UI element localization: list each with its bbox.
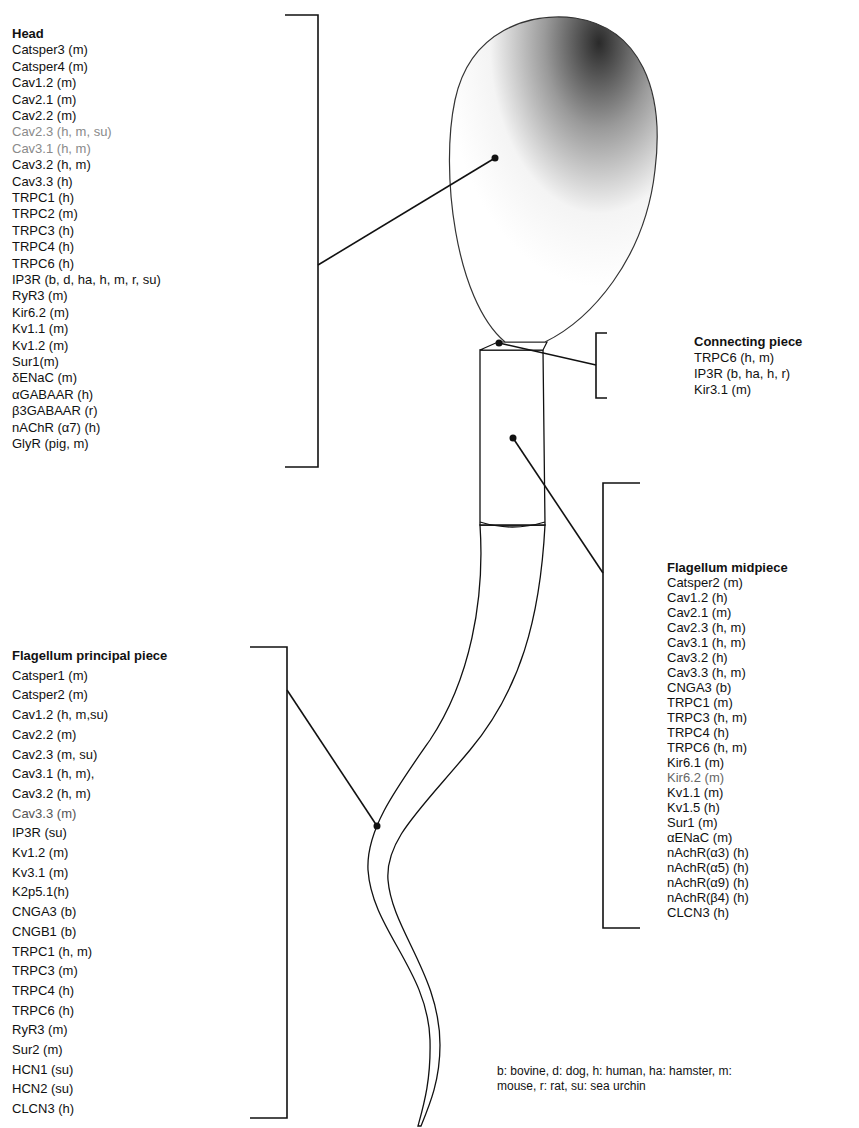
channel-label: Catsper3 (m): [12, 42, 88, 57]
channel-label: K2p5.1(h): [12, 884, 69, 899]
channel-label: Sur1 (m): [667, 815, 718, 830]
channel-label: Catsper2 (m): [667, 575, 743, 590]
channel-label: HCN2 (su): [12, 1081, 73, 1096]
leader-line: [287, 690, 377, 826]
channel-label: TRPC6 (h): [12, 1003, 74, 1018]
channel-label: GlyR (pig, m): [12, 436, 89, 451]
channel-label: Cav3.2 (h): [667, 650, 728, 665]
channel-label: nAchR(α9) (h): [667, 875, 749, 890]
channel-label: TRPC1 (h, m): [12, 944, 92, 959]
location-dot: [492, 155, 499, 162]
channel-label: HCN1 (su): [12, 1062, 73, 1077]
channel-label: TRPC6 (h): [12, 256, 74, 271]
channel-label: Cav3.3 (m): [12, 806, 76, 821]
channel-label: TRPC6 (h, m): [667, 740, 747, 755]
channel-label: Kv1.5 (h): [667, 800, 720, 815]
channel-label: TRPC1 (h): [12, 190, 74, 205]
channel-label: CNGB1 (b): [12, 924, 76, 939]
channel-label: TRPC4 (h): [12, 983, 74, 998]
section-heading: Connecting piece: [694, 334, 802, 349]
channel-label: nAchR(β4) (h): [667, 890, 749, 905]
channel-label: Kir6.1 (m): [667, 755, 724, 770]
channel-label: CLCN3 (h): [667, 905, 729, 920]
channel-label: RyR3 (m): [12, 288, 68, 303]
channel-label: nAchR(α5) (h): [667, 860, 749, 875]
channel-label: β3GABAAR (r): [12, 403, 98, 418]
channel-label: Sur1(m): [12, 354, 59, 369]
leader-line: [513, 438, 603, 573]
location-dot: [510, 435, 517, 442]
channel-label: Kv3.1 (m): [12, 865, 68, 880]
principal-piece-outline: [368, 525, 545, 1126]
channel-label: Catsper4 (m): [12, 59, 88, 74]
channel-label: Cav2.2 (m): [12, 727, 76, 742]
channel-label: αENaC (m): [667, 830, 732, 845]
channel-label: CNGA3 (b): [667, 680, 731, 695]
channel-label: nAChR (α7) (h): [12, 420, 100, 435]
channel-label: Cav2.3 (h, m): [667, 620, 746, 635]
midpiece-bracket: [603, 483, 640, 928]
channel-label: nAchR(α3) (h): [667, 845, 749, 860]
channel-label: Kv1.1 (m): [12, 321, 68, 336]
channel-label: Cav3.2 (h, m): [12, 786, 91, 801]
midpiece-outline: [480, 350, 545, 525]
channel-label: CLCN3 (h): [12, 1101, 74, 1116]
channel-label: Cav2.2 (m): [12, 108, 76, 123]
channel-label: TRPC4 (h): [12, 239, 74, 254]
channel-label: Kir6.2 (m): [12, 305, 69, 320]
channel-label: TRPC3 (h, m): [667, 710, 747, 725]
head-outline: [449, 17, 657, 342]
channel-label: Cav1.2 (m): [12, 75, 76, 90]
channel-label: αGABAAR (h): [12, 387, 93, 402]
channel-label: Cav3.3 (h): [12, 174, 73, 189]
midpiece-boundary: [480, 522, 545, 527]
channel-label: Kir6.2 (m): [667, 770, 724, 785]
channel-label: Cav3.3 (h, m): [667, 665, 746, 680]
channel-label: Cav2.1 (m): [12, 92, 76, 107]
location-dot: [496, 340, 503, 347]
section-heading: Flagellum principal piece: [12, 648, 167, 663]
channel-label: TRPC2 (m): [12, 206, 78, 221]
channel-label: TRPC1 (m): [667, 695, 733, 710]
channel-label: Cav3.1 (h, m),: [12, 766, 94, 781]
channel-label: Cav3.1 (h, m): [12, 141, 91, 156]
channel-label: Cav3.1 (h, m): [667, 635, 746, 650]
channel-label: Catsper1 (m): [12, 668, 88, 683]
channel-label: Catsper2 (m): [12, 687, 88, 702]
channel-label: CNGA3 (b): [12, 904, 76, 919]
channel-label: IP3R (b, d, ha, h, m, r, su): [12, 272, 161, 287]
channel-label: TRPC4 (h): [667, 725, 729, 740]
channel-label: Cav1.2 (h, m,su): [12, 707, 108, 722]
channel-label: TRPC3 (m): [12, 963, 78, 978]
channel-label: RyR3 (m): [12, 1022, 68, 1037]
location-dot: [374, 823, 381, 830]
principal-bracket: [250, 647, 287, 1118]
channel-label: Sur2 (m): [12, 1042, 63, 1057]
channel-label: Cav2.3 (h, m, su): [12, 124, 112, 139]
channel-label: δENaC (m): [12, 370, 77, 385]
species-key: b: bovine, d: dog, h: human, ha: hamster…: [497, 1064, 767, 1094]
connecting-bracket: [596, 333, 607, 398]
leader-line: [499, 343, 596, 365]
channel-label: Cav3.2 (h, m): [12, 157, 91, 172]
channel-label: Kir3.1 (m): [694, 382, 751, 397]
channel-label: TRPC3 (h): [12, 223, 74, 238]
channel-label: IP3R (su): [12, 825, 67, 840]
channel-label: Cav1.2 (h): [667, 590, 728, 605]
channel-label: Kv1.2 (m): [12, 338, 68, 353]
head-bracket: [285, 15, 318, 467]
channel-label: Cav2.1 (m): [667, 605, 731, 620]
channel-label: TRPC6 (h, m): [694, 350, 774, 365]
channel-label: IP3R (b, ha, h, r): [694, 366, 790, 381]
leader-line: [318, 158, 495, 265]
channel-label: Cav2.3 (m, su): [12, 747, 97, 762]
channel-label: Kv1.2 (m): [12, 845, 68, 860]
section-heading: Head: [12, 26, 44, 41]
channel-label: Kv1.1 (m): [667, 785, 723, 800]
section-heading: Flagellum midpiece: [667, 560, 788, 575]
